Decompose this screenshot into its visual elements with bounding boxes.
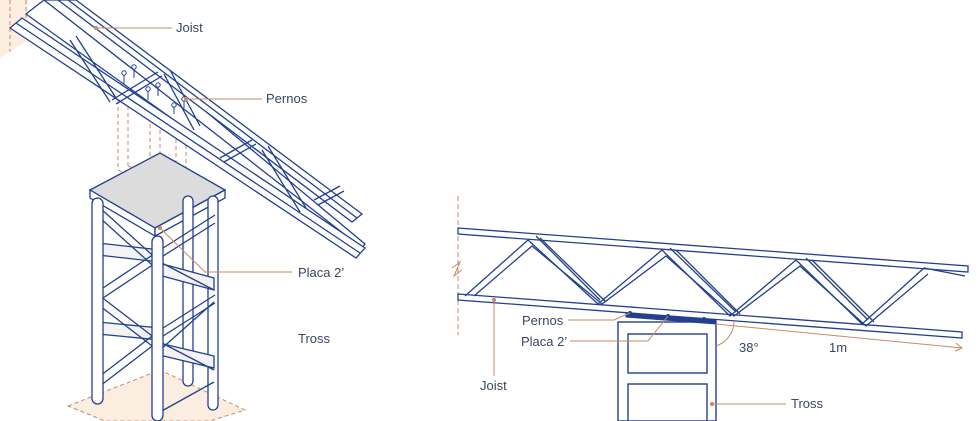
iso-label-joist: Joist — [176, 20, 203, 35]
elev-label-placa: Placa 2’ — [521, 334, 568, 349]
elev-label-tross: Tross — [791, 396, 824, 411]
elev-label-pernos: Pernos — [522, 313, 564, 328]
iso-view — [0, 0, 366, 421]
elev-label-angle: 38° — [739, 340, 759, 355]
elev-joist — [457, 227, 969, 339]
iso-leaders — [93, 25, 292, 273]
iso-tower — [88, 152, 227, 421]
iso-label-pernos: Pernos — [266, 91, 308, 106]
iso-label-placa: Placa 2’ — [298, 265, 345, 280]
elev-wall — [451, 196, 463, 335]
elev-label-length: 1m — [829, 340, 848, 355]
elev-leaders — [491, 297, 786, 407]
elev-label-joist: Joist — [480, 378, 507, 393]
elev-column — [617, 321, 717, 421]
elev-dimension — [715, 321, 963, 352]
iso-joist — [8, 0, 366, 259]
iso-bolts — [121, 64, 187, 114]
elevation-view — [451, 196, 969, 421]
iso-label-tross: Tross — [298, 331, 331, 346]
